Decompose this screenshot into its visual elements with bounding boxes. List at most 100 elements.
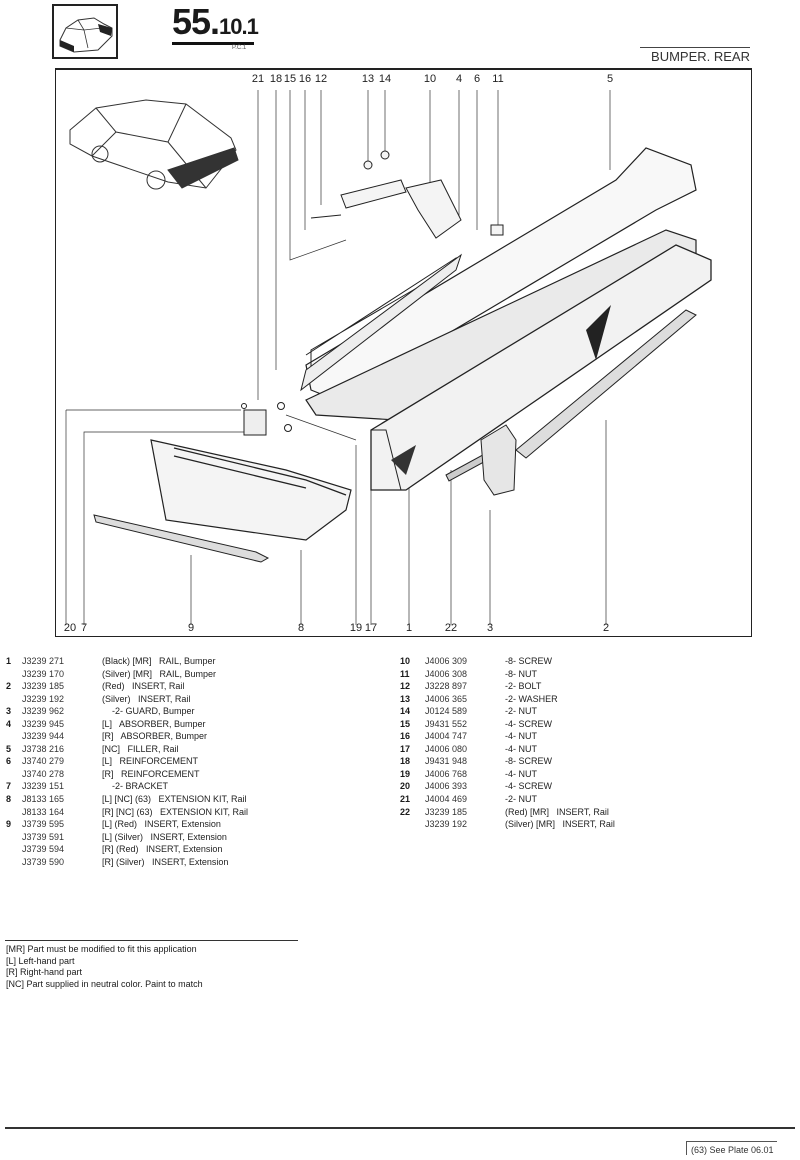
part-description: [L] [NC] (63) EXTENSION KIT, Rail — [102, 794, 247, 805]
part-ref-number: 12 — [400, 681, 411, 692]
callout-17: 17 — [364, 622, 378, 634]
part-row: J3739 594[R] (Red) INSERT, Extension — [6, 843, 286, 856]
page-divider — [5, 1127, 795, 1129]
part-number: J3739 594 — [22, 844, 65, 855]
section-title: BUMPER. REAR — [640, 47, 750, 64]
bumper-diagram-drawing — [65, 90, 712, 625]
callout-7: 7 — [80, 622, 88, 634]
part-description: -2- BRACKET — [102, 781, 169, 792]
part-row: J3739 591 [L] (Silver) INSERT, Extension — [6, 831, 286, 844]
part-ref-number: 5 — [6, 743, 12, 754]
part-number: J8133 165 — [22, 794, 65, 805]
callout-6: 6 — [473, 73, 481, 85]
part-number: J4006 393 — [425, 781, 468, 792]
part-number: J4006 080 — [425, 743, 468, 754]
part-description: -8- SCREW — [505, 756, 552, 767]
part-number: J3739 591 — [22, 831, 65, 842]
part-number: J3239 962 — [22, 706, 65, 717]
part-ref-number: 7 — [6, 781, 12, 792]
callout-10: 10 — [423, 73, 437, 85]
part-row: J8133 164[R] [NC] (63) EXTENSION KIT, Ra… — [6, 806, 286, 819]
callout-11: 11 — [492, 73, 504, 85]
bracket-assembly — [310, 150, 504, 239]
part-ref-number: 2 — [6, 681, 12, 692]
part-ref-number: 20 — [400, 781, 411, 792]
insert-rail — [515, 309, 697, 459]
callout-19: 19 — [349, 622, 363, 634]
car-body-icon — [59, 17, 113, 53]
callout-21: 21 — [251, 73, 265, 85]
part-number: J3228 897 — [425, 681, 468, 692]
callout-1: 1 — [405, 622, 413, 634]
part-description: -2- NUT — [505, 794, 537, 805]
part-row: 22 J3239 185 (Red) [MR] INSERT, Rail — [400, 806, 640, 819]
part-description: (Silver) [MR] INSERT, Rail — [505, 819, 615, 830]
part-description: (Red) [MR] INSERT, Rail — [505, 806, 609, 817]
part-description: [R] (Silver) INSERT, Extension — [102, 856, 229, 867]
part-description: [L] (Silver) INSERT, Extension — [102, 831, 227, 842]
part-number: J3239 192 — [22, 693, 65, 704]
callout-20: 20 — [63, 622, 77, 634]
part-description: [L] REINFORCEMENT — [102, 756, 199, 767]
plate-reference: (63) See Plate 06.01 — [686, 1141, 777, 1155]
part-description: -2- WASHER — [505, 693, 558, 704]
part-description: (Silver) INSERT, Rail — [102, 693, 191, 704]
part-number: J3239 192 — [425, 819, 468, 830]
part-number: J4004 469 — [425, 794, 468, 805]
callout-13: 13 — [361, 73, 375, 85]
part-description: -2- GUARD, Bumper — [102, 706, 195, 717]
part-ref-number: 22 — [400, 806, 411, 817]
part-number: J9431 948 — [425, 756, 468, 767]
part-description: (Silver) [MR] RAIL, Bumper — [102, 668, 217, 679]
part-number: J3239 271 — [22, 656, 65, 666]
note-mr: [MR] Part must be modified to fit this a… — [6, 944, 197, 954]
callout-2: 2 — [602, 622, 610, 634]
callout-14: 14 — [378, 73, 392, 85]
callout-12: 12 — [314, 73, 328, 85]
part-description: (Red) INSERT, Rail — [102, 681, 185, 692]
callout-18: 18 — [269, 73, 283, 85]
part-ref-number: 17 — [400, 743, 411, 754]
part-number: J3739 595 — [22, 819, 65, 830]
part-description: -4- SCREW — [505, 718, 552, 729]
part-ref-number: 1 — [6, 656, 12, 666]
part-description: [R] ABSORBER, Bumper — [102, 731, 208, 742]
part-ref-number: 19 — [400, 768, 411, 779]
part-number: J3740 278 — [22, 768, 65, 779]
part-number: J3239 185 — [425, 806, 468, 817]
part-number: J3738 216 — [22, 743, 65, 754]
part-description: -8- SCREW — [505, 656, 552, 666]
part-row: J3239 944 [R] ABSORBER, Bumper — [6, 730, 286, 743]
part-number: J3740 279 — [22, 756, 65, 767]
part-number: J0124 589 — [425, 706, 468, 717]
part-number: J4006 308 — [425, 668, 468, 679]
extension-kit — [150, 439, 352, 541]
part-number: J4006 309 — [425, 656, 468, 666]
part-description: -4- NUT — [505, 768, 537, 779]
note-r: [R] Right-hand part — [6, 967, 83, 977]
vehicle-location-thumbnail — [52, 4, 118, 59]
part-ref-number: 4 — [6, 718, 12, 729]
part-number: J3239 944 — [22, 731, 65, 742]
part-description: [NC] FILLER, Rail — [102, 743, 179, 754]
part-ref-number: 9 — [6, 819, 12, 830]
note-nc: [NC] Part supplied in neutral color. Pai… — [6, 978, 203, 989]
